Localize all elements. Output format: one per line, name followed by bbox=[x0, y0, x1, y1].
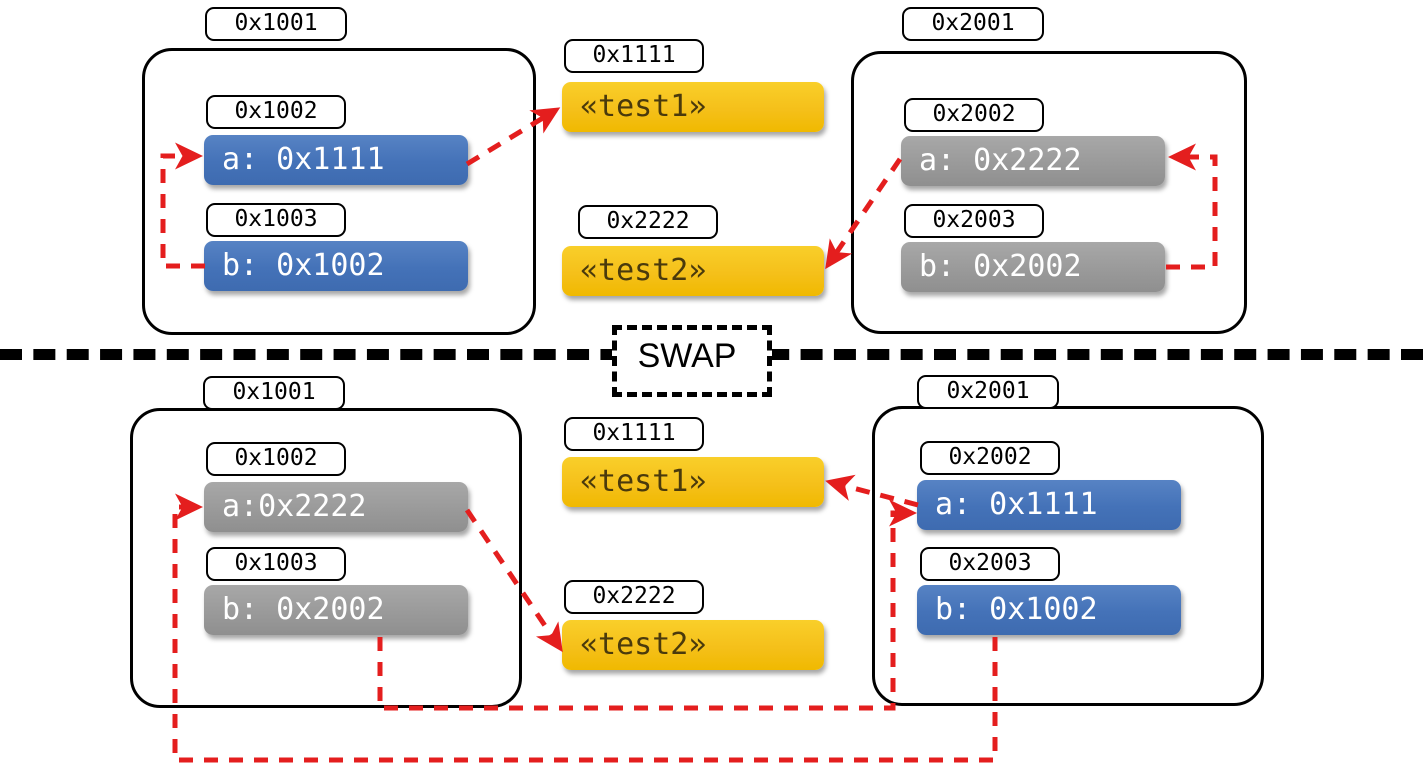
before-left-frame bbox=[142, 48, 536, 335]
before-left-frame-address: 0x1001 bbox=[205, 7, 347, 41]
swap-badge-box bbox=[612, 325, 772, 397]
before-right-slot1-value: b: 0x2002 bbox=[901, 242, 1165, 292]
before-left-slot0-address: 0x1002 bbox=[206, 95, 346, 129]
before-string0-address: 0x1111 bbox=[564, 39, 704, 73]
after-right-slot0-value: a: 0x1111 bbox=[917, 480, 1181, 530]
after-left-slot0-address: 0x1002 bbox=[206, 442, 346, 476]
after-left-slot0-value: a:0x2222 bbox=[204, 482, 468, 532]
before-right-frame-address: 0x2001 bbox=[902, 7, 1044, 41]
before-right-slot1-address: 0x2003 bbox=[904, 204, 1044, 238]
before-string1-value: «test2» bbox=[562, 246, 824, 296]
after-right-slot1-value: b: 0x1002 bbox=[917, 585, 1181, 635]
before-right-slot0-value: a: 0x2222 bbox=[901, 136, 1165, 186]
swap-label: SWAP bbox=[637, 337, 737, 375]
after-string0-address: 0x1111 bbox=[564, 417, 704, 451]
after-string0-value: «test1» bbox=[562, 457, 824, 507]
after-left-slot1-value: b: 0x2002 bbox=[204, 585, 468, 635]
before-string0-value: «test1» bbox=[562, 82, 824, 132]
after-right-slot1-address: 0x2003 bbox=[920, 547, 1060, 581]
before-right-slot0-address: 0x2002 bbox=[904, 98, 1044, 132]
after-left-frame-address: 0x1001 bbox=[203, 376, 345, 410]
after-string1-value: «test2» bbox=[562, 620, 824, 670]
before-string1-address: 0x2222 bbox=[578, 205, 718, 239]
after-left-slot1-address: 0x1003 bbox=[206, 547, 346, 581]
after-right-frame-address: 0x2001 bbox=[917, 375, 1059, 409]
after-right-slot0-address: 0x2002 bbox=[920, 441, 1060, 475]
before-left-slot1-address: 0x1003 bbox=[206, 203, 346, 237]
before-left-slot1-value: b: 0x1002 bbox=[204, 241, 468, 291]
before-left-slot0-value: a: 0x1111 bbox=[204, 135, 468, 185]
after-string1-address: 0x2222 bbox=[564, 580, 704, 614]
